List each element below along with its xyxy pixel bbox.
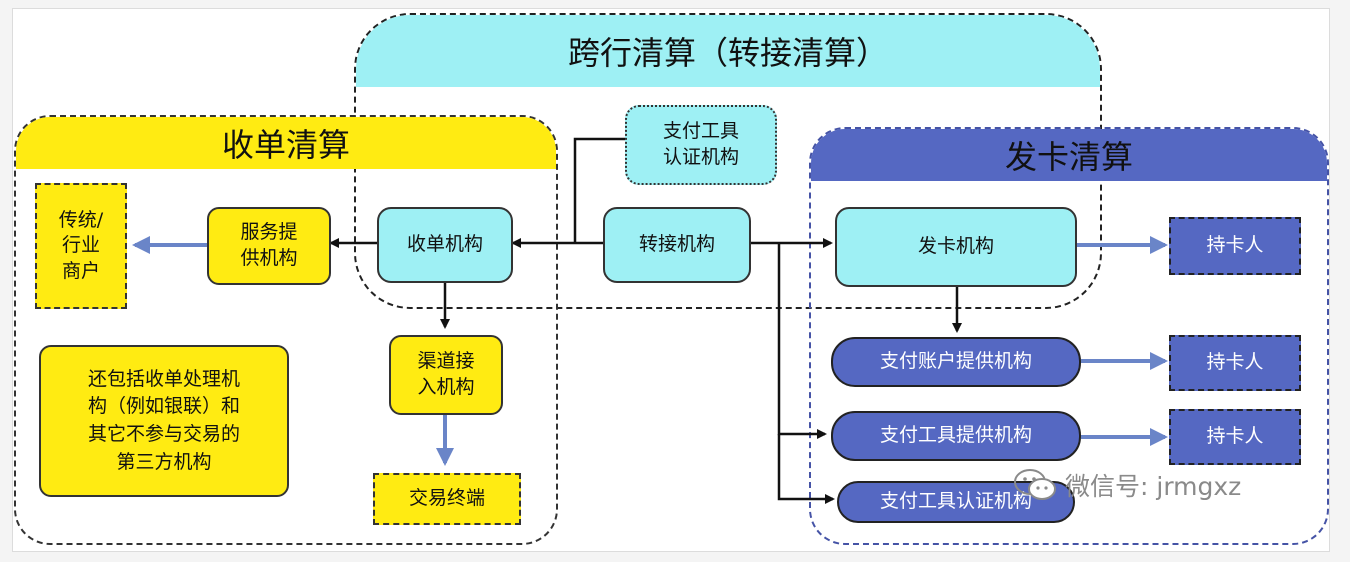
wechat-icon <box>1014 469 1056 500</box>
node-payment-tool-certifier-bottom-label: 支付工具认证机构 <box>879 490 1032 513</box>
arrow-switch-to-tool-certifier <box>777 434 835 504</box>
node-service-provider-label: 服务提 供机构 <box>240 221 298 269</box>
node-payment-tool-provider: 支付工具提供机构 <box>831 411 1081 461</box>
node-transaction-terminal-label: 交易终端 <box>408 487 485 510</box>
node-note-label: 还包括收单处理机 构（例如银联）和 其它不参与交易的 第三方机构 <box>87 367 240 473</box>
node-acquirer-label: 收单机构 <box>406 233 483 256</box>
node-transaction-terminal: 交易终端 <box>373 473 521 525</box>
region-cross-bank-title: 跨行清算（转接清算） <box>567 34 888 72</box>
region-cross-bank-clearing: 跨行清算（转接清算） <box>354 13 1102 309</box>
region-acquiring-header: 收单清算 <box>16 117 556 169</box>
node-issuer-label: 发卡机构 <box>917 235 994 258</box>
node-note-extra-institutions: 还包括收单处理机 构（例如银联）和 其它不参与交易的 第三方机构 <box>39 345 289 497</box>
region-cross-bank-header: 跨行清算（转接清算） <box>356 15 1100 87</box>
node-cardholder-3: 持卡人 <box>1169 409 1301 465</box>
node-issuer: 发卡机构 <box>835 207 1077 287</box>
node-switch: 转接机构 <box>603 207 751 283</box>
node-payment-tool-certifier-top-label: 支付工具 认证机构 <box>662 120 739 168</box>
region-issuing-title: 发卡清算 <box>1004 138 1133 176</box>
node-payment-tool-certifier-top: 支付工具 认证机构 <box>625 105 777 185</box>
region-acquiring-clearing: 收单清算 <box>14 115 558 545</box>
node-cardholder-3-label: 持卡人 <box>1206 425 1264 448</box>
node-payment-tool-provider-label: 支付工具提供机构 <box>879 424 1032 447</box>
node-switch-label: 转接机构 <box>638 233 715 256</box>
node-channel-access-label: 渠道接 入机构 <box>417 350 475 398</box>
node-cardholder-2: 持卡人 <box>1169 335 1301 391</box>
node-payment-account-provider: 支付账户提供机构 <box>831 337 1081 387</box>
region-acquiring-title: 收单清算 <box>221 126 350 164</box>
watermark-text: 微信号: jrmgxz <box>1065 472 1242 501</box>
node-cardholder-1-label: 持卡人 <box>1206 234 1264 257</box>
node-channel-access: 渠道接 入机构 <box>389 335 503 415</box>
node-acquirer: 收单机构 <box>377 207 513 283</box>
connector-arrows <box>132 134 1168 504</box>
node-payment-account-provider-label: 支付账户提供机构 <box>879 350 1032 373</box>
node-service-provider: 服务提 供机构 <box>207 207 331 285</box>
arrow-switch-to-tool-provider <box>777 243 827 439</box>
region-issuing-header: 发卡清算 <box>811 129 1327 181</box>
region-issuing-clearing: 发卡清算 <box>809 127 1329 545</box>
node-cardholder-2-label: 持卡人 <box>1206 351 1264 374</box>
node-cardholder-1: 持卡人 <box>1169 217 1301 275</box>
node-traditional-merchant: 传统/ 行业 商户 <box>35 183 127 309</box>
watermark: 微信号: jrmgxz <box>1013 465 1313 505</box>
diagram-canvas: 跨行清算（转接清算） 收单清算 发卡清算 <box>12 8 1330 552</box>
arrow-switch-to-certifier-top <box>573 134 635 243</box>
node-traditional-merchant-label: 传统/ 行业 商户 <box>58 208 104 282</box>
